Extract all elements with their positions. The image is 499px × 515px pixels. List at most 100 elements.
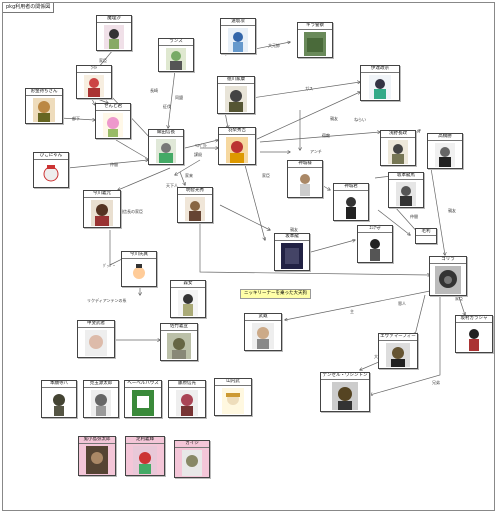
character-node[interactable]: ﾗｲﾄ xyxy=(76,65,112,99)
character-node[interactable]: ひこにゃん xyxy=(33,152,69,188)
character-node[interactable]: 佐竹義宣 xyxy=(160,323,198,361)
edge-label: 家臣 xyxy=(262,172,270,178)
character-node[interactable]: 本願寺八 xyxy=(41,380,77,418)
character-node[interactable]: 森女 xyxy=(170,280,206,318)
edge-label: 親友 xyxy=(290,226,298,232)
edge-label: 恩人 xyxy=(398,301,406,306)
portrait-icon xyxy=(185,197,205,221)
character-node[interactable]: 藤原信光 xyxy=(168,380,206,418)
edge-label: ガス xyxy=(305,85,313,91)
portrait-icon xyxy=(156,139,176,163)
edge-line xyxy=(115,139,150,160)
character-node[interactable]: 見玉源太郎 xyxy=(83,380,119,418)
node-label: 魔理沙 xyxy=(97,16,131,23)
character-node[interactable]: ヘーベルハウス xyxy=(124,380,162,418)
portrait-icon xyxy=(222,388,244,414)
node-label: 鬼小島弥太郎 xyxy=(79,437,115,444)
character-node[interactable]: 伊達政宗 xyxy=(360,65,400,101)
edge-line xyxy=(118,167,171,190)
edge-line xyxy=(59,117,95,120)
diagram-frame xyxy=(2,2,495,511)
portrait-icon xyxy=(167,333,191,359)
edge-line xyxy=(224,111,228,128)
portrait-icon xyxy=(386,343,410,367)
node-label: 毛利 xyxy=(416,229,436,236)
portrait-icon xyxy=(365,235,385,261)
character-node[interactable]: 山内武 xyxy=(214,378,252,416)
character-node[interactable]: 明智光秀 xyxy=(177,187,213,223)
node-label: 伊達政宗 xyxy=(361,66,399,73)
character-node[interactable]: 浅野長政 xyxy=(380,130,416,166)
misc-text: ｸﾞｯﾊﾞｰ xyxy=(103,262,115,268)
node-label: 山内武 xyxy=(215,379,251,386)
character-node[interactable]: 神城様 xyxy=(287,160,323,198)
node-label: 佐竹義宣 xyxy=(161,324,197,331)
character-node[interactable]: 武蔵 xyxy=(244,313,282,351)
character-node[interactable]: 鬼小島弥太郎 xyxy=(78,436,116,476)
character-node[interactable]: 羽柴秀吉 xyxy=(218,127,256,165)
portrait-icon xyxy=(182,450,202,476)
character-node[interactable]: ランス xyxy=(158,38,194,72)
node-label: ヘーベルハウス xyxy=(125,381,161,388)
character-node[interactable]: 遠坂凛 xyxy=(220,18,256,54)
character-node[interactable]: デンゼル・ワシントン xyxy=(320,372,370,412)
edge-line xyxy=(67,160,148,169)
character-node[interactable]: ﾕﾐﾅ守 xyxy=(357,225,393,263)
character-node[interactable]: 坂本龍 xyxy=(274,233,310,271)
node-label: エヴァマーフィー xyxy=(379,334,417,341)
character-node[interactable]: お金持ちさん xyxy=(25,88,63,124)
character-node[interactable]: エヴァマーフィー xyxy=(378,333,418,369)
edge-label: ねらい xyxy=(354,116,366,122)
character-node[interactable]: 今川氏真 xyxy=(121,251,157,287)
node-label: せんと君 xyxy=(96,104,130,111)
portrait-icon xyxy=(176,390,198,416)
node-label: 坂本龍馬 xyxy=(389,173,423,180)
node-label: 神城様 xyxy=(288,161,322,168)
edge-line xyxy=(168,69,176,128)
edge-line xyxy=(199,220,430,275)
character-node[interactable]: 魔理沙 xyxy=(96,15,132,51)
character-node[interactable]: 坂村ガラシャ xyxy=(455,315,493,353)
character-node[interactable]: 神城君 xyxy=(333,183,369,221)
portrait-icon xyxy=(178,290,198,316)
character-node[interactable]: 高橋勝 xyxy=(427,133,463,169)
edge-label: 長崎 xyxy=(150,87,158,93)
portrait-icon xyxy=(252,323,274,349)
node-label: 足利義輝 xyxy=(126,437,164,444)
edge-label: 家臣 xyxy=(99,57,107,63)
edge-line xyxy=(285,289,436,320)
portrait-icon xyxy=(91,200,113,226)
node-label: 浅野長政 xyxy=(381,131,415,138)
node-label: 坂本龍 xyxy=(275,234,309,241)
character-node[interactable]: 徳川家康 xyxy=(217,76,255,114)
character-node[interactable]: 足利義輝 xyxy=(125,436,165,476)
character-node[interactable]: 織田信長 xyxy=(148,129,184,165)
edge-line xyxy=(244,164,265,240)
edge-label: 同盟 xyxy=(175,95,183,100)
node-label: 遠坂凛 xyxy=(221,19,255,26)
node-label: 坂村ガラシャ xyxy=(456,316,492,323)
portrait-icon xyxy=(86,446,108,474)
edge-line xyxy=(251,82,360,99)
node-label: 本願寺八 xyxy=(42,381,76,388)
edge-line xyxy=(377,209,410,235)
character-node[interactable]: 毛利 xyxy=(415,228,437,244)
node-label: 徳川家康 xyxy=(218,77,254,84)
portrait-icon xyxy=(132,390,154,416)
node-label: 武蔵 xyxy=(245,314,281,321)
node-label: デンゼル・ワシントン xyxy=(321,373,369,380)
character-node[interactable]: せんと君 xyxy=(95,103,131,139)
sticky-note: ニッキリーナーを乗った大天狗 xyxy=(240,289,311,299)
edge-line xyxy=(219,204,270,230)
edge-label: ﾘｽﾍﾟｸﾄ xyxy=(195,142,207,148)
portrait-icon xyxy=(133,446,157,474)
character-node[interactable]: 今川義元 xyxy=(83,190,121,228)
character-node[interactable]: ゴリラ xyxy=(429,256,467,296)
node-label: ゴリラ xyxy=(430,257,466,264)
character-node[interactable]: 坂本龍馬 xyxy=(388,172,424,208)
character-node[interactable]: 甲斐武者 xyxy=(77,320,115,358)
portrait-icon xyxy=(304,32,326,56)
edge-label: 兄弟 xyxy=(432,379,440,385)
character-node[interactable]: カイジ xyxy=(174,440,210,478)
character-node[interactable]: キラ警察 xyxy=(297,22,333,58)
